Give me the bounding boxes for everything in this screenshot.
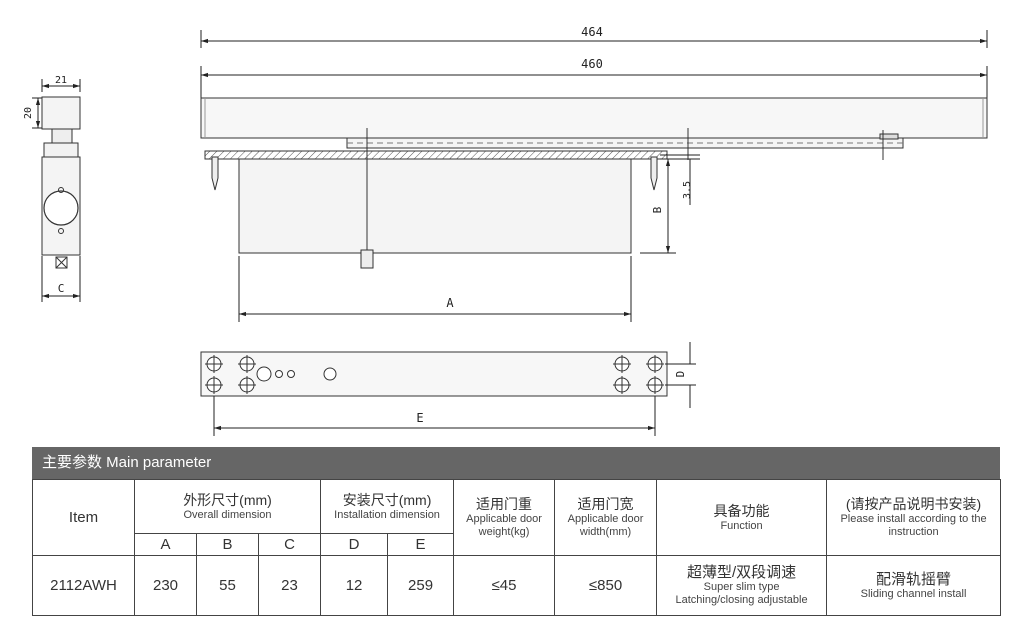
col-door-weight: 适用门重 Applicable door weight(kg) [453, 479, 556, 556]
dim-21-label: 21 [55, 75, 67, 86]
sub-col-b: B [196, 533, 259, 556]
cell-a: 230 [134, 555, 197, 616]
mounting-plate-view: D E [200, 342, 696, 436]
cell-width: ≤850 [554, 555, 658, 616]
col-item: Item [32, 479, 135, 556]
dim-464: 464 [200, 25, 988, 48]
col-install-cn: 安装尺寸(mm) [342, 491, 432, 508]
cell-install: 配滑轨摇臂 Sliding channel install [826, 555, 1002, 616]
table-row: 2112AWH 230 55 23 12 259 ≤45 ≤850 超薄型/双段… [32, 555, 1002, 616]
col-installation-dimension: 安装尺寸(mm) Installation dimension [320, 479, 455, 534]
col-overall-en: Overall dimension [183, 508, 272, 521]
col-install-en: Installation dimension [334, 508, 440, 521]
dim-460: 460 [200, 57, 988, 98]
dim-a-label: A [446, 296, 454, 310]
dim-3-5-label: 3.5 [682, 181, 693, 199]
dim-20-label: 20 [23, 107, 34, 119]
dim-464-label: 464 [581, 25, 603, 39]
front-view: 3.5 B A [200, 97, 988, 322]
technical-drawing: 464 460 21 20 C [23, 25, 988, 436]
table-header: 主要参数 Main parameter [32, 447, 1000, 479]
cell-function: 超薄型/双段调速 Super slim type Latching/closin… [656, 555, 828, 616]
dim-e-label: E [416, 411, 423, 425]
dim-b-label: B [651, 206, 664, 213]
parameter-table: 主要参数 Main parameter Item 外形尺寸(mm) Overal… [32, 447, 1002, 616]
cell-d: 12 [320, 555, 389, 616]
col-door-width: 适用门宽 Applicable door width(mm) [554, 479, 658, 556]
sub-col-a: A [134, 533, 197, 556]
dim-d-label: D [674, 371, 687, 378]
sub-col-e: E [387, 533, 455, 556]
col-overall-cn: 外形尺寸(mm) [183, 491, 272, 508]
dim-460-label: 460 [581, 57, 603, 71]
cell-b: 55 [196, 555, 259, 616]
cell-weight: ≤45 [453, 555, 556, 616]
side-view: 21 20 C [23, 75, 81, 302]
spec-table: Item 外形尺寸(mm) Overall dimension 安装尺寸(mm)… [32, 479, 1002, 616]
col-function: 具备功能 Function [656, 479, 828, 556]
cell-item: 2112AWH [32, 555, 135, 616]
cell-c: 23 [257, 555, 322, 616]
dim-c-side-label: C [58, 282, 65, 295]
col-install-note: (请按产品说明书安装) Please install according to … [826, 479, 1002, 556]
sub-col-c: C [257, 533, 322, 556]
sub-col-d: D [320, 533, 389, 556]
col-overall-dimension: 外形尺寸(mm) Overall dimension [133, 479, 322, 534]
cell-e: 259 [387, 555, 455, 616]
